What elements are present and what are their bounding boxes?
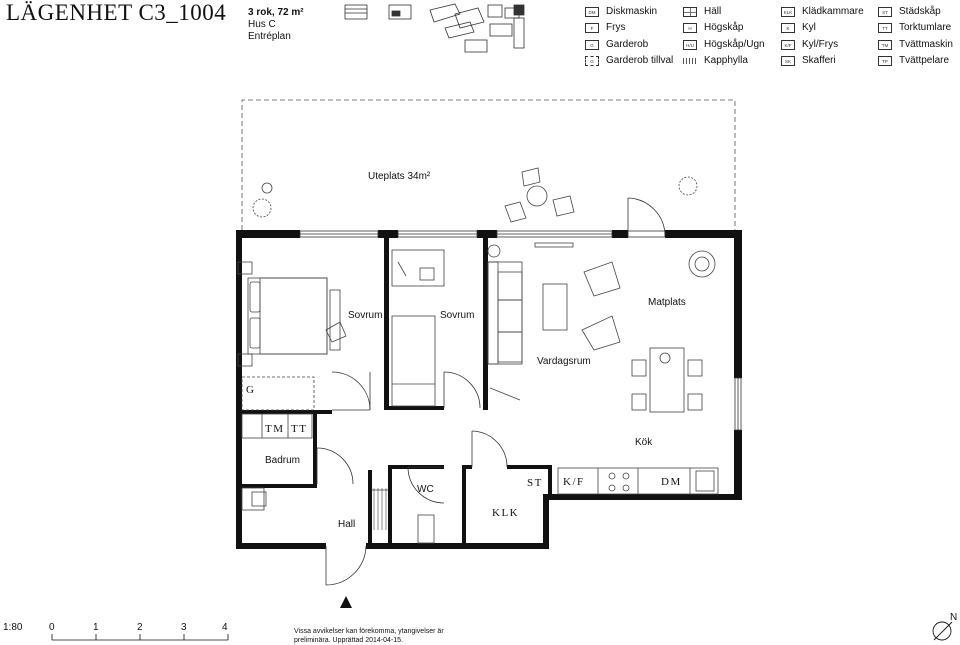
scale-tick-3: 3 xyxy=(181,622,187,633)
legend-item-tp: TP Tvättpelare xyxy=(878,53,953,69)
legend-item-h: H Högskåp xyxy=(683,20,765,36)
legend-item-dm: DM Diskmaskin xyxy=(585,4,673,20)
room-uteplats: Uteplats 34m² xyxy=(368,171,431,182)
legend-item-tt: TT Torktumlare xyxy=(878,20,953,36)
legend-box: G xyxy=(585,39,599,50)
legend-column-2: Häll H Högskåp H/U Högskåp/Ugn Kapphylla xyxy=(683,4,765,69)
living-room-furniture xyxy=(487,242,621,401)
legend-item-sk: SK Skafferi xyxy=(781,53,864,69)
legend-box: K xyxy=(781,23,795,34)
kitchen-furniture xyxy=(557,467,719,495)
scale-ratio: 1:80 xyxy=(3,622,23,633)
north-label: N xyxy=(950,612,958,623)
scale-tick-0: 0 xyxy=(49,622,55,633)
legend-label: Kyl xyxy=(802,22,816,34)
apartment-info: 3 rok, 72 m² Hus C Entréplan xyxy=(248,7,304,43)
room-sovrum-1: Sovrum xyxy=(348,310,383,321)
code-klk: KLK xyxy=(492,507,520,519)
legend-label: Garderob xyxy=(606,38,649,50)
north-arrow-icon xyxy=(932,621,953,641)
outer-walls xyxy=(236,230,742,549)
legend-column-1: DM Diskmaskin F Frys G Garderob G Garderob t… xyxy=(585,4,673,69)
legend-item-kapphylla: Kapphylla xyxy=(683,53,765,69)
code-st: ST xyxy=(527,477,543,489)
room-kok: Kök xyxy=(635,437,653,448)
scale-tick-4: 4 xyxy=(222,622,228,633)
legend-box: G xyxy=(585,56,599,67)
coat-rack-icon xyxy=(683,58,697,65)
legend-box: SK xyxy=(781,56,795,67)
legend-label: Häll xyxy=(704,6,722,17)
legend-label: Skafferi xyxy=(802,54,836,66)
dining-furniture xyxy=(631,250,716,413)
top-windows xyxy=(299,230,742,431)
legend-column-4: ST Städskåp TT Torktumlare TM Tvättmaskin T… xyxy=(878,4,953,69)
legend-label: Kapphylla xyxy=(704,54,748,66)
legend-item-g-option: G Garderob tillval xyxy=(585,53,673,69)
legend-label: Kyl/Frys xyxy=(802,38,839,50)
bedroom-furniture xyxy=(237,261,347,411)
legend-box: H xyxy=(683,23,697,34)
legend-box: KLK xyxy=(781,7,795,18)
legend-column-3: KLK Klädkammare K Kyl K/F Kyl/Frys SK Skaffe… xyxy=(781,4,864,69)
code-dm: DM xyxy=(661,476,682,488)
legend-item-st: ST Städskåp xyxy=(878,4,953,20)
code-tm: TM xyxy=(265,423,285,435)
disclaimer-note: Vissa avvikelser kan förekomma, ytangive… xyxy=(294,627,444,645)
scale-tick-2: 2 xyxy=(137,622,143,633)
legend-box: TP xyxy=(878,56,892,67)
legend-box: TM xyxy=(878,39,892,50)
legend-label: Frys xyxy=(606,22,626,34)
scale-bar-lines xyxy=(51,634,229,641)
legend-label: Högskåp/Ugn xyxy=(704,38,765,50)
scale-tick-1: 1 xyxy=(93,622,99,633)
legend-label: Tvättpelare xyxy=(899,54,950,66)
disclaimer-line-1: Vissa avvikelser kan förekomma, ytangive… xyxy=(294,628,444,635)
legend-item-tm: TM Tvättmaskin xyxy=(878,37,953,53)
legend-item-hall: Häll xyxy=(683,4,765,20)
legend-box: TT xyxy=(878,23,892,34)
legend-box: H/U xyxy=(683,39,697,50)
patio-furniture xyxy=(252,167,698,223)
bath-furniture xyxy=(241,413,435,544)
doors xyxy=(316,197,666,586)
room-vardagsrum: Vardagsrum xyxy=(537,356,591,367)
legend-box: K/F xyxy=(781,39,795,50)
floor-label: Entréplan xyxy=(248,31,291,42)
legend-item-kf: K/F Kyl/Frys xyxy=(781,37,864,53)
room-badrum: Badrum xyxy=(265,455,301,466)
legend-box: DM xyxy=(585,7,599,18)
legend-box: F xyxy=(585,23,599,34)
room-sovrum-2: Sovrum xyxy=(440,310,475,321)
apartment-title: LÄGENHET C3_1004 xyxy=(6,0,227,25)
legend-label: Klädkammare xyxy=(802,6,864,17)
code-tt: TT xyxy=(291,423,308,435)
code-g: G xyxy=(246,384,256,396)
interior-walls xyxy=(236,238,552,548)
patio-boundary xyxy=(241,99,736,230)
rooms-area: 3 rok, 72 m² xyxy=(248,7,304,18)
legend-label: Torktumlare xyxy=(899,22,952,34)
legend-label: Garderob tillval xyxy=(606,54,674,66)
room-matplats: Matplats xyxy=(648,297,686,308)
legend-label: Städskåp xyxy=(899,6,941,17)
legend-item-hu: H/U Högskåp/Ugn xyxy=(683,37,765,53)
room-wc: WC xyxy=(417,484,434,495)
legend-label: Tvättmaskin xyxy=(899,38,953,50)
disclaimer-line-2: preliminära. Upprättad 2014-04-15. xyxy=(294,637,403,644)
legend-box: ST xyxy=(878,7,892,18)
legend-item-k: K Kyl xyxy=(781,20,864,36)
bedroom2-furniture xyxy=(391,249,445,407)
hob-icon xyxy=(683,7,697,18)
code-kf: K/F xyxy=(563,476,585,488)
legend-item-f: F Frys xyxy=(585,20,673,36)
legend-item-g: G Garderob xyxy=(585,37,673,53)
entrance-arrow-icon xyxy=(340,596,352,608)
legend-label: Högskåp xyxy=(704,22,744,34)
room-hall: Hall xyxy=(338,519,356,530)
legend-item-klk: KLK Klädkammare xyxy=(781,4,864,20)
legend-label: Diskmaskin xyxy=(606,6,658,17)
building-label: Hus C xyxy=(248,19,276,30)
